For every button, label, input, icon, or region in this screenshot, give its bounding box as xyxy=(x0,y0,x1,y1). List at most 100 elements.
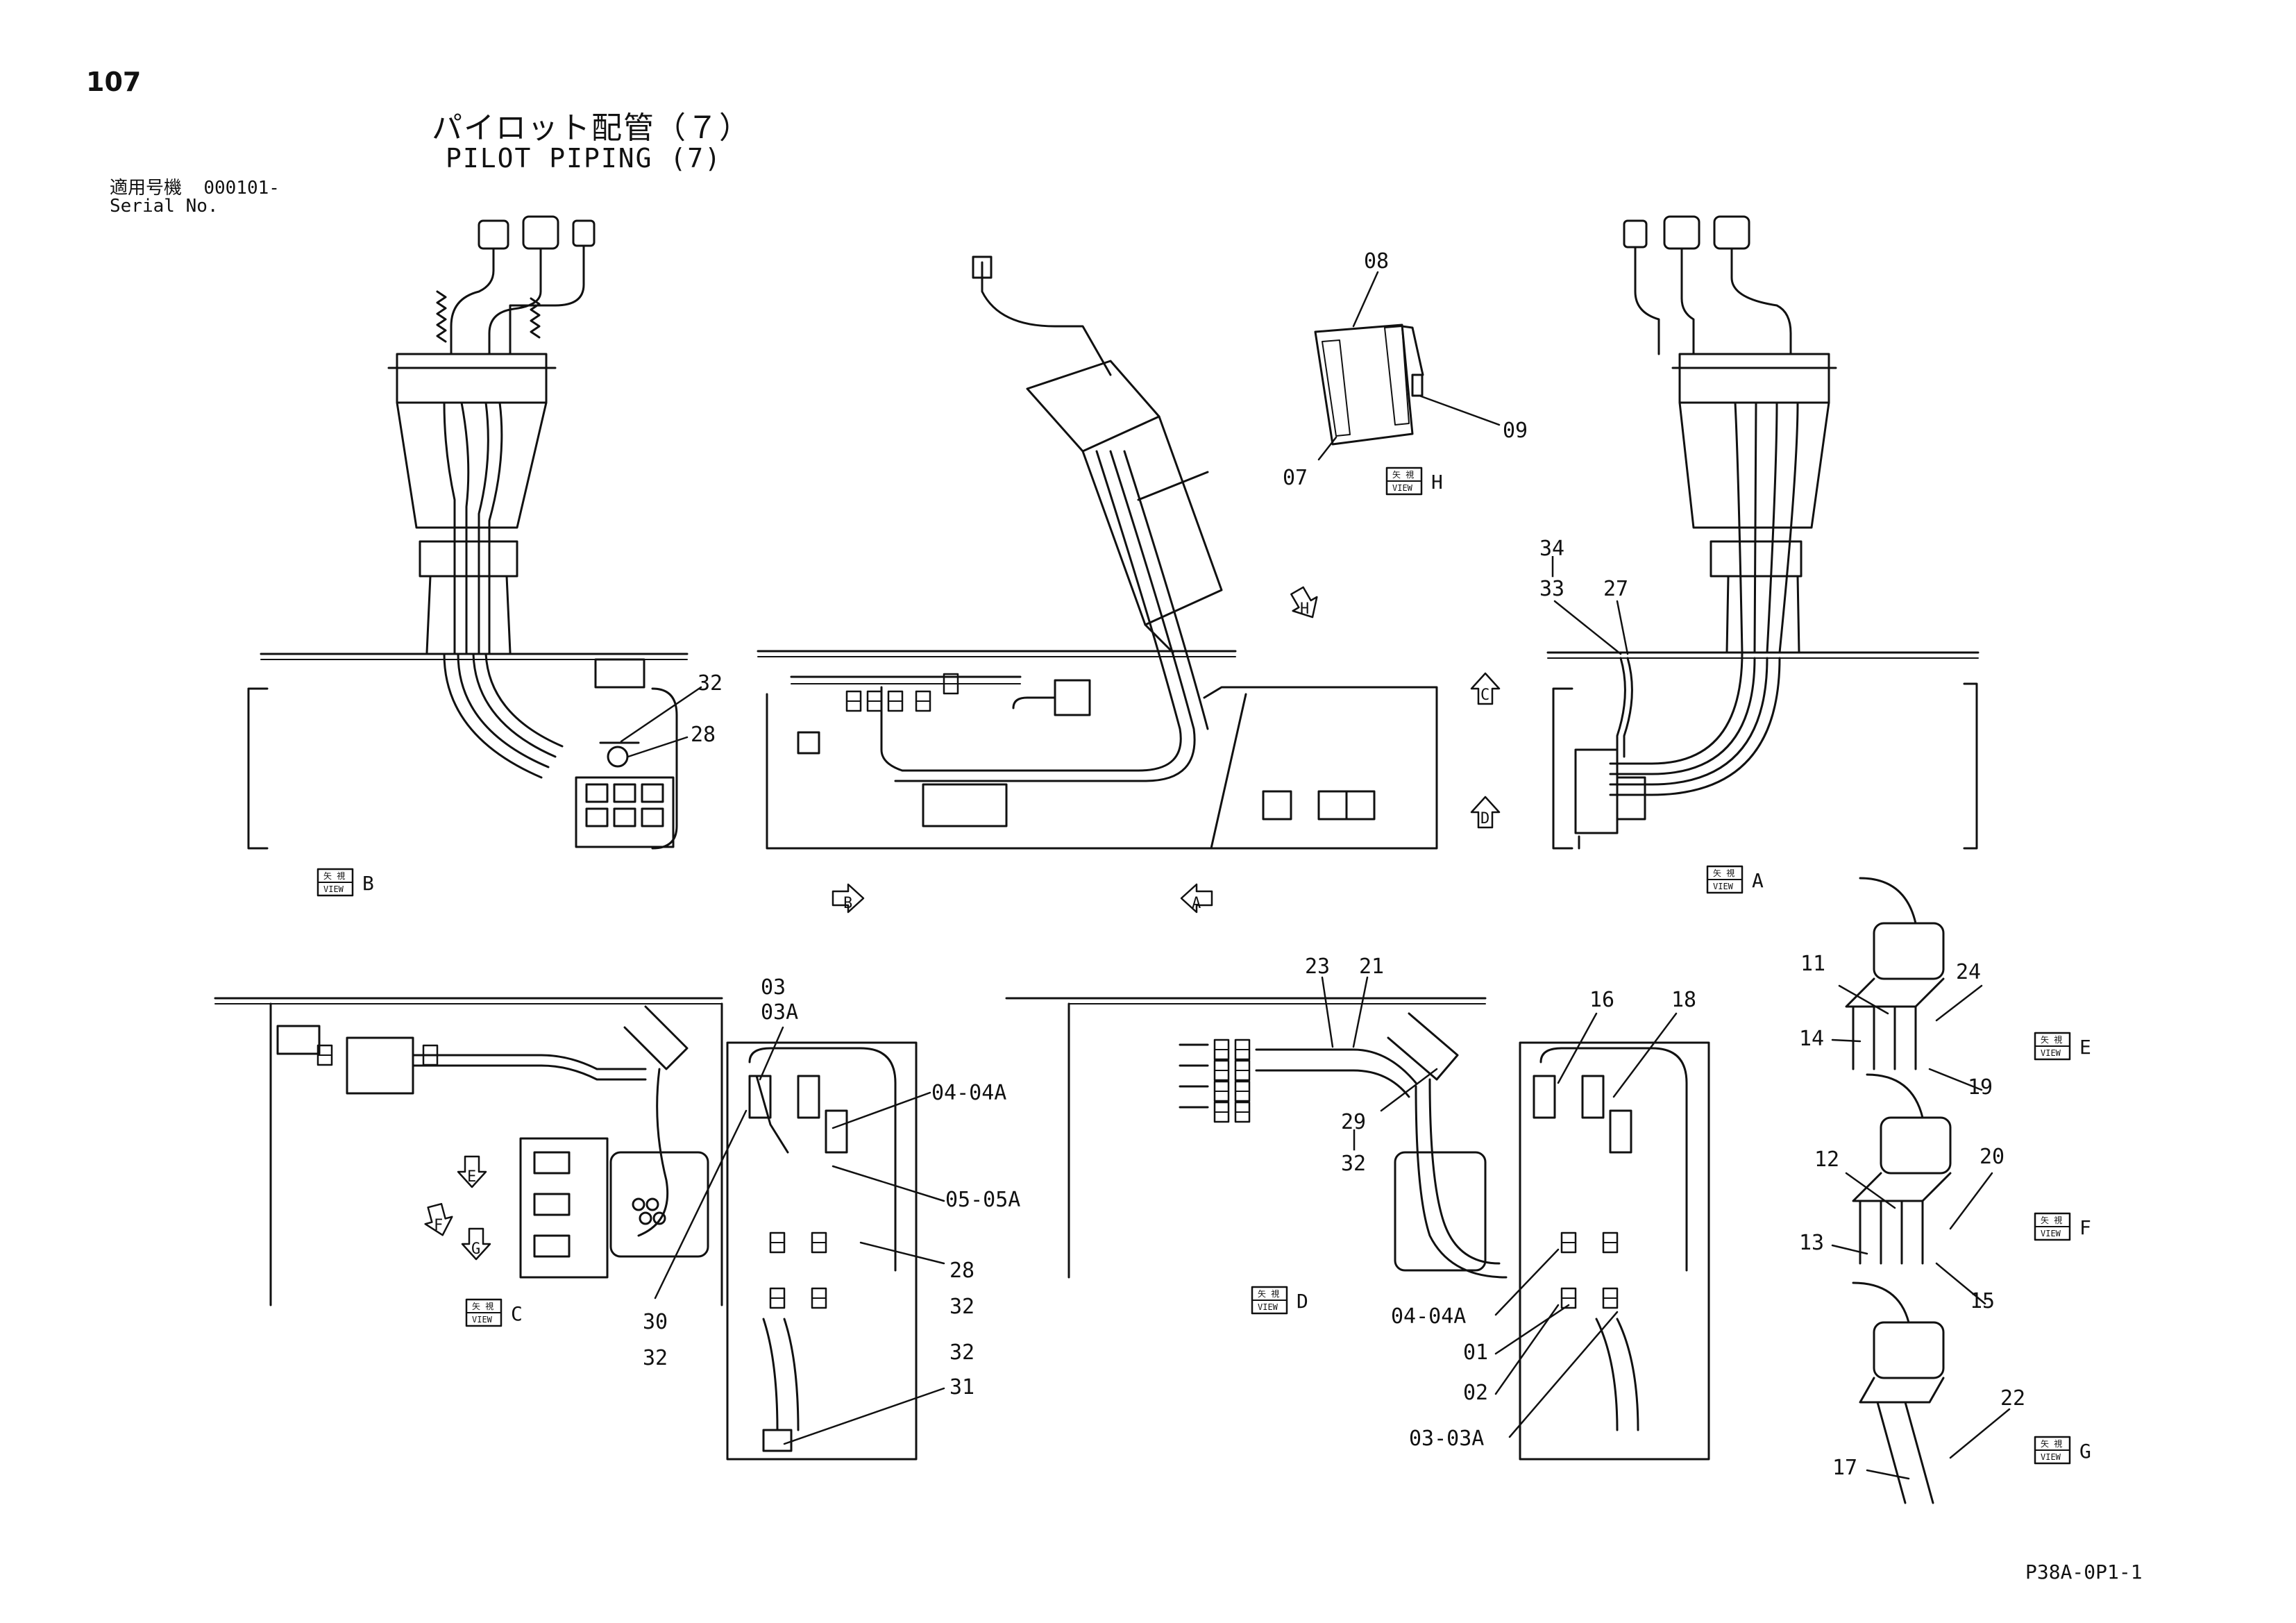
view-label-f: 矢 視 VIEW F xyxy=(2034,1212,2091,1241)
callout-21: 21 xyxy=(1359,955,1384,979)
leader-lines xyxy=(620,271,2011,1480)
svg-text:VIEW: VIEW xyxy=(1713,882,1734,891)
callout-29: 29 xyxy=(1341,1110,1366,1134)
callout-03a: 03A xyxy=(761,1000,798,1025)
view-g-detail xyxy=(1852,1281,1945,1504)
callout-04-04a-view-d: 04-04A xyxy=(1391,1304,1466,1329)
callout-31: 31 xyxy=(949,1375,974,1399)
svg-text:矢 視: 矢 視 xyxy=(1713,868,1734,878)
callout-32-over-31: 32 xyxy=(949,1340,974,1365)
svg-text:矢 視: 矢 視 xyxy=(472,1301,493,1311)
callout-14: 14 xyxy=(1799,1027,1824,1051)
callout-23: 23 xyxy=(1305,955,1330,979)
view-h-detail xyxy=(1314,323,1424,446)
svg-text:E: E xyxy=(2079,1036,2091,1059)
callout-19: 19 xyxy=(1968,1075,1993,1100)
svg-text:G: G xyxy=(2079,1440,2091,1463)
callout-16: 16 xyxy=(1589,988,1614,1012)
svg-text:B: B xyxy=(843,895,852,912)
view-label-b: 矢 視 VIEW B xyxy=(316,868,374,897)
view-label-c: 矢 視 VIEW C xyxy=(465,1298,523,1327)
serial-label-japanese: 適用号機 xyxy=(110,178,183,199)
svg-text:VIEW: VIEW xyxy=(323,884,344,894)
callout-04-04a-view-c: 04-04A xyxy=(931,1081,1006,1105)
svg-text:VIEW: VIEW xyxy=(1258,1302,1278,1312)
callout-08: 08 xyxy=(1364,249,1389,274)
callout-09: 09 xyxy=(1503,419,1528,443)
callout-28-view-b: 28 xyxy=(691,723,716,747)
svg-text:A: A xyxy=(1192,895,1201,912)
direction-arrow-c: C xyxy=(1470,672,1501,705)
callout-20: 20 xyxy=(1980,1145,2004,1169)
callout-15: 15 xyxy=(1970,1289,1995,1313)
callout-03-03a: 03-03A xyxy=(1409,1427,1484,1451)
direction-arrow-a: A xyxy=(1180,883,1213,914)
callout-33: 33 xyxy=(1539,577,1564,601)
svg-text:C: C xyxy=(511,1302,523,1325)
callout-07: 07 xyxy=(1283,466,1308,490)
serial-number-block: 適用号機 000101- Serial No. xyxy=(110,179,280,215)
direction-arrow-h: H xyxy=(1290,586,1318,619)
svg-text:E: E xyxy=(467,1168,476,1186)
view-label-a: 矢 視 VIEW A xyxy=(1706,865,1764,894)
view-label-g: 矢 視 VIEW G xyxy=(2034,1436,2091,1465)
svg-text:D: D xyxy=(1480,810,1489,827)
direction-arrow-e: E xyxy=(457,1155,487,1188)
callout-32-view-c: 32 xyxy=(949,1295,974,1319)
svg-text:F: F xyxy=(434,1217,443,1234)
svg-text:G: G xyxy=(471,1241,480,1258)
callout-29-dash: | xyxy=(1348,1127,1360,1151)
side-view-drawing xyxy=(757,255,1438,850)
callout-03: 03 xyxy=(761,975,786,1000)
view-c-drawing xyxy=(214,997,918,1461)
svg-text:矢 視: 矢 視 xyxy=(1258,1288,1279,1299)
svg-text:VIEW: VIEW xyxy=(1392,483,1413,493)
svg-text:VIEW: VIEW xyxy=(2041,1229,2061,1238)
page-title-japanese: パイロット配管（７） xyxy=(432,110,751,146)
callout-labels: 08 09 07 34 | 33 27 32 28 03 03A 04-04A … xyxy=(643,249,2025,1480)
page-number: 107 xyxy=(86,67,142,97)
callout-13: 13 xyxy=(1799,1231,1824,1255)
svg-text:VIEW: VIEW xyxy=(472,1315,493,1325)
callout-22: 22 xyxy=(2000,1386,2025,1411)
direction-arrow-b: B xyxy=(832,883,865,914)
direction-arrow-g: G xyxy=(461,1227,491,1261)
callout-32-view-d: 32 xyxy=(1341,1152,1366,1176)
callout-24: 24 xyxy=(1956,960,1981,984)
view-a-drawing xyxy=(1546,215,1980,850)
direction-arrow-f: F xyxy=(424,1202,453,1236)
callout-32-view-b: 32 xyxy=(698,671,723,696)
svg-text:H: H xyxy=(1300,600,1309,618)
serial-label-english: Serial No. xyxy=(110,196,219,217)
page-title-english: PILOT PIPING (7) xyxy=(446,143,723,174)
svg-text:矢 視: 矢 視 xyxy=(1392,469,1414,480)
svg-text:矢 視: 矢 視 xyxy=(2041,1438,2062,1449)
serial-value: 000101- xyxy=(203,178,280,199)
svg-text:D: D xyxy=(1297,1290,1308,1313)
svg-text:A: A xyxy=(1752,869,1764,892)
svg-text:C: C xyxy=(1480,687,1489,704)
view-b-drawing xyxy=(247,215,689,850)
callout-11: 11 xyxy=(1800,952,1825,976)
svg-text:VIEW: VIEW xyxy=(2041,1452,2061,1462)
view-label-h: 矢 視 VIEW H xyxy=(1385,466,1443,496)
svg-text:B: B xyxy=(362,872,374,895)
callout-12: 12 xyxy=(1814,1147,1839,1172)
view-f-detail xyxy=(1852,1073,1952,1265)
view-e-detail xyxy=(1845,877,1945,1070)
callout-34: 34 xyxy=(1539,537,1564,561)
svg-text:矢 視: 矢 視 xyxy=(2041,1215,2062,1225)
callout-32-under-30: 32 xyxy=(643,1346,668,1370)
callout-34-dash: | xyxy=(1546,553,1559,578)
svg-text:矢 視: 矢 視 xyxy=(323,871,345,881)
view-label-e: 矢 視 VIEW E xyxy=(2034,1032,2091,1061)
callout-17: 17 xyxy=(1832,1456,1857,1480)
callout-28-view-c: 28 xyxy=(949,1259,974,1283)
callout-05-05a: 05-05A xyxy=(945,1188,1020,1212)
view-d-drawing xyxy=(1005,997,1710,1461)
view-label-d: 矢 視 VIEW D xyxy=(1251,1286,1308,1315)
document-id: P38A-0P1-1 xyxy=(2025,1561,2143,1583)
callout-02: 02 xyxy=(1463,1381,1488,1405)
callout-27: 27 xyxy=(1603,577,1628,601)
svg-text:VIEW: VIEW xyxy=(2041,1048,2061,1058)
